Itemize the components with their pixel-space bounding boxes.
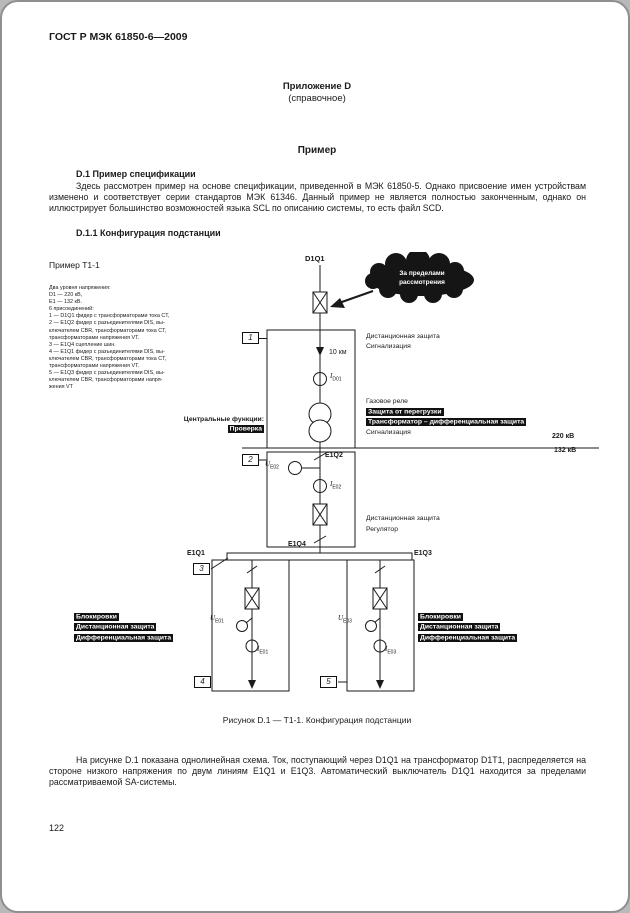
- section-d1-heading: D.1 Пример спецификации: [76, 169, 196, 179]
- single-line-diagram: [210, 252, 599, 692]
- label-ie03: IE03: [385, 645, 397, 656]
- disconnector-symbol: [374, 565, 386, 574]
- note-line: 5 — E1Q3 фидер с разъединителями DIS, вы…: [49, 370, 165, 377]
- voltage-label-220kv: 220 кВ: [552, 433, 575, 440]
- section-d11-heading: D.1.1 Конфигурация подстанции: [76, 228, 221, 238]
- closing-paragraph: На рисунке D.1 показана однолинейная схе…: [49, 755, 586, 787]
- out-of-scope-cloud: [365, 252, 474, 303]
- ct-symbol-ie01: [245, 639, 259, 653]
- note-line: трансформаторами напряжения VT.: [49, 334, 140, 341]
- bay1-feeder-line: [259, 265, 356, 449]
- disconnector-symbol: [246, 565, 258, 574]
- vt-symbol-ue01: [236, 620, 248, 632]
- bay-number-1: 1: [242, 332, 259, 344]
- disconnector-symbol: [313, 452, 327, 461]
- note-line: D1 — 220 кВ,: [49, 292, 83, 299]
- equipment-label-e1q4: E1Q4: [288, 541, 306, 548]
- equipment-label-e1q2: E1Q2: [325, 452, 343, 459]
- note-line: трансформаторами напряжения VT.: [49, 363, 140, 370]
- function-label: Регулятор: [366, 525, 398, 533]
- note-line: E1 — 132 кВ.: [49, 299, 82, 306]
- feeder-arrow: [376, 680, 384, 689]
- appendix-title: Пример: [297, 145, 337, 156]
- label-ue02: UE02: [265, 460, 279, 471]
- function-label: Дифференциальная защита: [74, 633, 174, 642]
- equipment-label-e1q3: E1Q3: [414, 550, 432, 557]
- note-line: жения VT: [49, 384, 73, 391]
- ct-symbol-ie03: [373, 639, 387, 653]
- function-label: Дистанционная защита: [74, 623, 157, 631]
- example-label: Пример Т1-1: [49, 260, 100, 270]
- vt-symbol-ue03: [365, 620, 377, 632]
- function-label: Сигнализация: [366, 342, 411, 350]
- function-label: Блокировки: [418, 612, 463, 621]
- note-line: 4 — E1Q1 фидер с разъединителями DIS, вы…: [49, 348, 165, 355]
- bay4-boundary-box: [211, 559, 290, 692]
- bay-number-4: 4: [194, 676, 211, 688]
- vt-symbol-ue02: [288, 461, 302, 475]
- label-ue01: UE01: [210, 614, 224, 625]
- note-line: ключателем CBR, трансформаторами тока CT…: [49, 327, 167, 334]
- note-line: Два уровня напряжения:: [49, 285, 111, 291]
- bay5-feeder: [338, 559, 415, 692]
- function-label: Сигнализация: [366, 429, 411, 436]
- equipment-label-e1q1: E1Q1: [187, 550, 205, 557]
- function-label: Дистанционная защита: [418, 623, 501, 631]
- function-label: Трансформатор – дифференциальная защита: [366, 418, 527, 426]
- label-ie01: IE01: [257, 645, 269, 656]
- note-line: 1 — D1Q1 фидер с трансформаторами тока C…: [49, 313, 170, 320]
- function-label: Дифференциальная защита: [418, 633, 518, 642]
- current-direction-arrow: [316, 347, 324, 356]
- feeder-arrow: [248, 680, 256, 689]
- central-functions-label: Центральные функции: Проверка: [183, 416, 264, 433]
- cloud-pointer-arrow: [330, 290, 374, 308]
- disconnector-symbol: [313, 535, 327, 544]
- function-label: Защита от перегрузки: [366, 407, 444, 416]
- bay-number-2: 2: [242, 454, 259, 466]
- page-number: 122: [49, 823, 65, 833]
- note-line: 6 присоединений:: [49, 306, 94, 313]
- voltage-label-132kv: 132 кВ: [554, 447, 577, 454]
- standard-header: ГОСТ Р МЭК 61850-6—2009: [49, 31, 188, 43]
- ct-symbol-ie02: [313, 479, 327, 493]
- label-id01: ID01: [330, 372, 342, 383]
- out-of-scope-label: За пределами рассмотрения: [399, 270, 445, 286]
- function-label: Блокировки: [74, 612, 119, 621]
- ct-symbol-id01: [313, 372, 327, 386]
- busbar-132kv: [226, 552, 413, 561]
- appendix-kind: (справочное): [288, 93, 346, 104]
- bay2-boundary-box: [266, 451, 356, 548]
- note-line: 3 — E1Q4 сцепление шин.: [49, 341, 116, 348]
- appendix-label: Приложение D: [282, 81, 352, 92]
- figure-notes: Два уровня напряжения: D1 — 220 кВ, E1 —…: [49, 285, 169, 391]
- function-label: Газовое реле: [366, 398, 408, 405]
- function-label: Дистанционная защита: [366, 515, 440, 522]
- bay-number-3: 3: [193, 563, 210, 575]
- label-ue03: UE03: [338, 614, 352, 625]
- bay-number-5: 5: [320, 676, 337, 688]
- section-d1-paragraph: Здесь рассмотрен пример на основе специф…: [49, 181, 586, 213]
- function-label: Дистанционная защита: [366, 333, 440, 340]
- line-length-label: 10 км: [329, 349, 347, 356]
- note-line: 2 — E1Q2 фидер с разъединителями DIS, вы…: [49, 320, 165, 327]
- label-ie02: IE02: [330, 480, 342, 491]
- bay2-feeder-line: [259, 448, 356, 553]
- note-line: ключателем CBR, трансформаторами тока CT…: [49, 355, 167, 362]
- bay4-feeder: [211, 559, 290, 692]
- transformer-symbol-bottom: [308, 419, 332, 443]
- figure-caption: Рисунок D.1 — Т1-1. Конфигурация подстан…: [222, 715, 412, 725]
- equipment-label-d1q1: D1Q1: [305, 254, 325, 263]
- note-line: ключателем CBR, трансформаторами напря-: [49, 377, 163, 384]
